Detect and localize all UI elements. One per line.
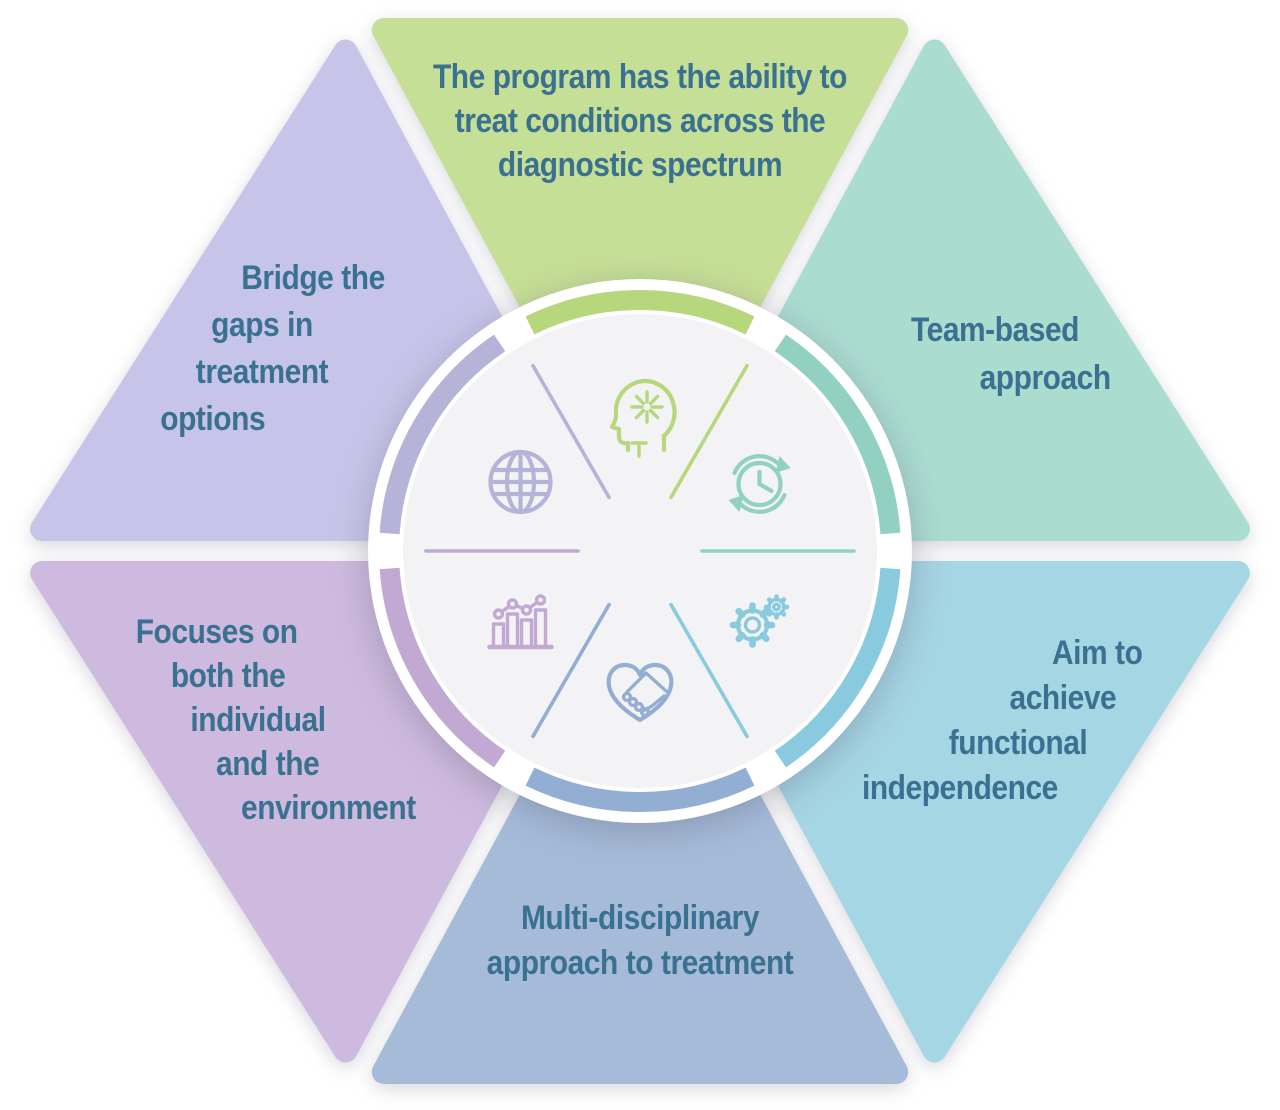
label-line: achieve bbox=[1009, 679, 1117, 717]
hub-dividers bbox=[424, 363, 856, 739]
label-line: individual bbox=[190, 701, 326, 739]
divider-upper-right bbox=[669, 363, 749, 500]
hub-arc-ring bbox=[379, 290, 901, 812]
label-line: The program has the ability to bbox=[432, 58, 848, 96]
central-hub bbox=[368, 279, 912, 823]
label-line: treat conditions across the bbox=[454, 102, 826, 140]
bar-chart-icon bbox=[487, 594, 554, 650]
label-line: diagnostic spectrum bbox=[497, 146, 783, 184]
arc-bottom-right bbox=[774, 567, 901, 768]
segment-label-top-right: Team-based approach bbox=[874, 306, 1115, 402]
arc-top-left bbox=[379, 334, 506, 535]
label-line: Team-based bbox=[911, 311, 1079, 349]
label-line: and the bbox=[216, 745, 320, 783]
segment-top bbox=[371, 18, 909, 517]
segment-bottom bbox=[371, 585, 909, 1084]
label-line: Bridge the bbox=[241, 259, 385, 297]
arc-top-right bbox=[774, 334, 901, 535]
label-line: treatment bbox=[195, 353, 329, 391]
arc-bottom-left bbox=[379, 567, 506, 768]
divider-lower-right bbox=[669, 602, 749, 739]
arc-top bbox=[525, 290, 755, 335]
divider-upper-left bbox=[531, 363, 611, 500]
arc-bottom bbox=[525, 767, 755, 812]
label-line: Focuses on bbox=[135, 613, 298, 651]
hub-inner-circle bbox=[403, 314, 877, 788]
segment-label-top-left: Bridge the gaps in treatment options bbox=[130, 255, 394, 443]
label-line: independence bbox=[861, 769, 1058, 807]
label-line: approach bbox=[979, 359, 1112, 397]
label-line: functional bbox=[948, 724, 1088, 762]
label-line: gaps in bbox=[211, 306, 313, 344]
segment-label-bottom-right: Aim to achieve functional independence bbox=[862, 631, 1181, 811]
gears-icon bbox=[729, 594, 790, 648]
label-line: approach to treatment bbox=[486, 944, 794, 982]
label-line: options bbox=[160, 400, 266, 438]
handshake-icon bbox=[606, 662, 674, 723]
segment-label-bottom: Multi-disciplinary approach to treatment bbox=[411, 896, 869, 986]
globe-icon bbox=[488, 449, 553, 515]
label-line: both the bbox=[170, 657, 286, 695]
spark-asterisk bbox=[630, 390, 664, 424]
head-idea-icon bbox=[609, 378, 677, 458]
divider-lower-left bbox=[531, 602, 611, 739]
segment-label-top: The program has the ability to treat cond… bbox=[376, 55, 904, 187]
segment-label-bottom-left: Focuses on both the individual and the envir… bbox=[126, 610, 416, 830]
label-line: environment bbox=[241, 789, 416, 827]
clock-cycle-icon bbox=[728, 454, 791, 514]
label-line: Aim to bbox=[1051, 634, 1143, 672]
label-line: Multi-disciplinary bbox=[520, 899, 760, 937]
